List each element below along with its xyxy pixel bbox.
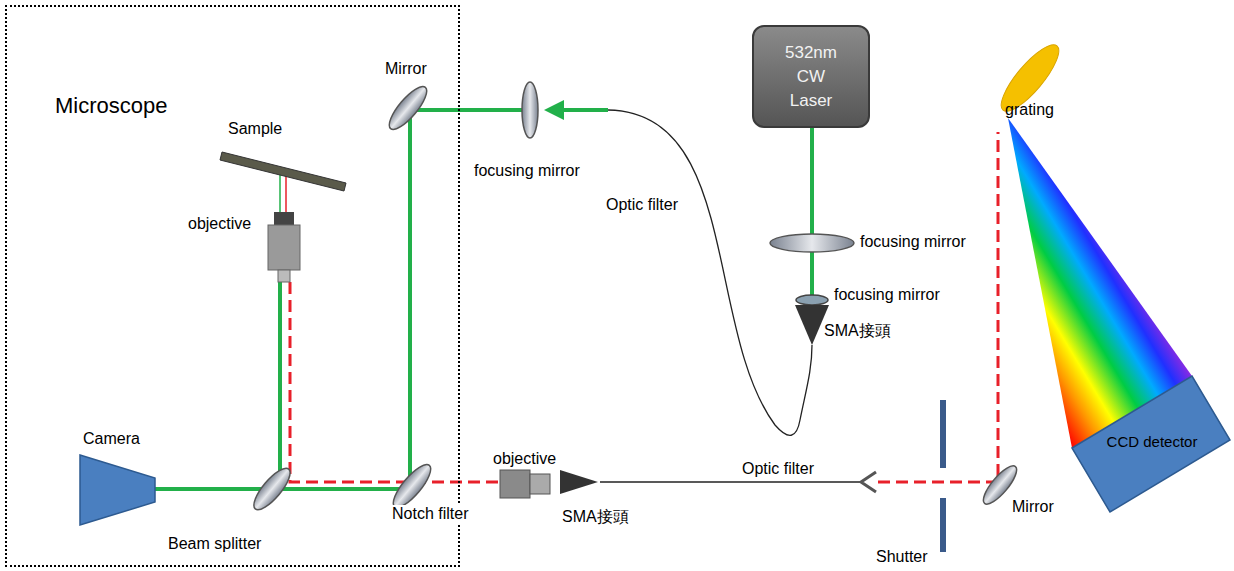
node-label: Camera: [83, 430, 140, 448]
part-label: focusing mirror: [860, 233, 966, 251]
part-label: Mirror: [385, 60, 427, 78]
part-label: focusing mirror: [834, 286, 940, 304]
part-label: Notch filter: [390, 505, 470, 523]
part-label: Optic filter: [606, 196, 678, 214]
optic-fiber: [600, 110, 862, 482]
shutter-blade: [940, 400, 946, 468]
part-label: Sample: [228, 120, 282, 138]
part-label: Optic filter: [742, 460, 814, 478]
node-label: Microscope: [55, 93, 167, 119]
sma-connector: [795, 305, 829, 345]
camera: Camera: [75, 428, 165, 530]
focusing-lens: [796, 295, 828, 305]
microscope-region: MicroscopeCamera: [5, 5, 460, 567]
raman-signal: [286, 132, 998, 482]
shutter-blade: [940, 498, 946, 552]
sample-slide: [220, 152, 346, 191]
part-label: objective: [493, 450, 556, 468]
collection-objective: [500, 470, 598, 498]
node-label: 532nm CW Laser: [776, 41, 846, 113]
part-label: SMA接頭: [562, 508, 629, 526]
grating: [993, 37, 1067, 118]
focusing-lens: [522, 82, 538, 138]
laser-beam: [155, 110, 812, 489]
part-label: SMA接頭: [824, 322, 891, 340]
part-label: Mirror: [1012, 498, 1054, 516]
part-label: focusing mirror: [474, 162, 580, 180]
mirror: [384, 82, 432, 135]
part-label: objective: [188, 215, 251, 233]
objective-lens: [268, 212, 300, 282]
part-label: Shutter: [876, 548, 928, 566]
beam-splitter: [248, 463, 295, 514]
part-label: grating: [1005, 101, 1054, 119]
node-label: CCD detector: [1107, 433, 1198, 451]
focusing-lens: [770, 234, 854, 252]
part-label: Beam splitter: [168, 535, 261, 553]
fiber-connector: [861, 472, 876, 492]
laser-box: 532nm CW Laser: [752, 25, 870, 128]
ccd-detector: CCD detector: [1070, 372, 1232, 514]
